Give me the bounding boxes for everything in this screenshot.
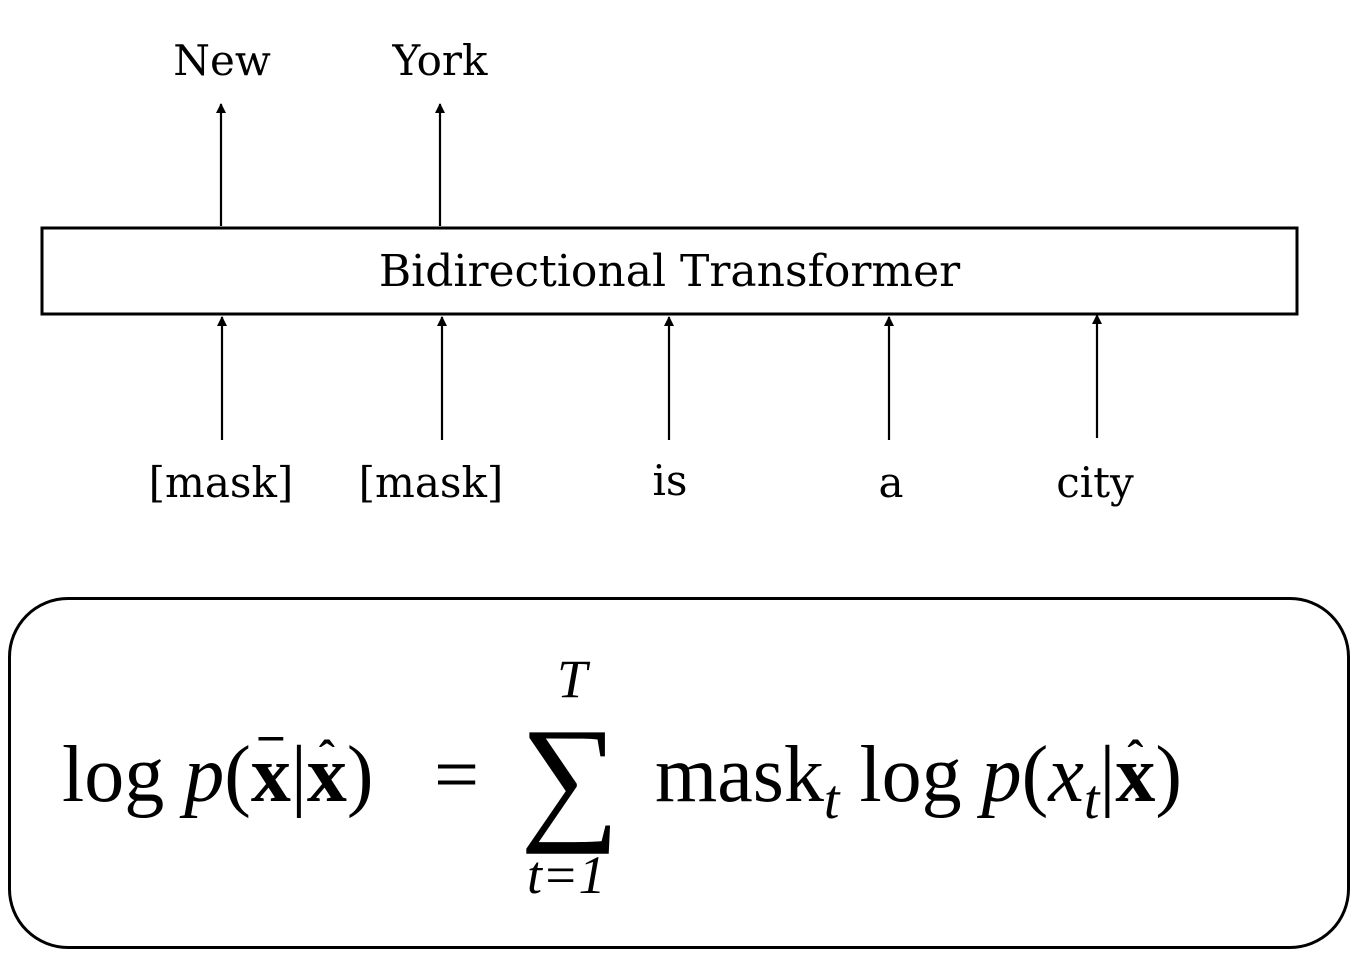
x-hat-letter: x xyxy=(306,731,347,819)
x-bar-mark: ¯ xyxy=(258,731,283,785)
rhs-open-paren: ( xyxy=(1021,731,1049,819)
sum-upper-limit: T xyxy=(557,649,588,709)
lhs-log: log xyxy=(62,731,165,819)
rhs-close-paren: ) xyxy=(1155,731,1183,819)
rhs-x-hat-mark: ˆ xyxy=(1127,731,1144,785)
input-token-mask-1: [mask] xyxy=(148,458,294,507)
rhs-x: x xyxy=(1048,731,1084,819)
rhs-x-hat-letter: x xyxy=(1115,731,1156,819)
transformer-block-label: Bidirectional Transformer xyxy=(378,245,961,297)
rhs-condition-bar: | xyxy=(1099,731,1116,819)
input-token-is: is xyxy=(652,456,688,505)
lhs-close-paren: ) xyxy=(346,731,374,819)
input-token-mask-2: [mask] xyxy=(358,458,504,507)
sum-lower-limit: t=1 xyxy=(527,845,606,905)
rhs-p: p xyxy=(981,731,1022,819)
lhs-open-paren: ( xyxy=(224,731,251,819)
mask-word: mask xyxy=(655,731,824,819)
formula-box xyxy=(8,597,1350,949)
mask-subscript: t xyxy=(823,769,840,831)
input-token-city: city xyxy=(1056,458,1134,507)
x-hat-mark: ˆ xyxy=(318,731,335,785)
lhs-p: p xyxy=(184,731,225,819)
output-word-new: New xyxy=(173,36,271,85)
rhs-x-subscript: t xyxy=(1083,769,1100,831)
summation-symbol: ∑ xyxy=(520,700,620,855)
rhs-log: log xyxy=(859,731,962,819)
x-bar: ¯x xyxy=(251,731,291,815)
output-word-york: York xyxy=(392,36,488,85)
x-bar-letter: x xyxy=(250,731,291,819)
input-token-a: a xyxy=(878,458,904,507)
lhs-condition-bar: | xyxy=(290,731,307,819)
transformer-block xyxy=(40,226,1299,316)
equals-sign: = xyxy=(434,731,480,819)
mlm-diagram xyxy=(40,103,1299,440)
